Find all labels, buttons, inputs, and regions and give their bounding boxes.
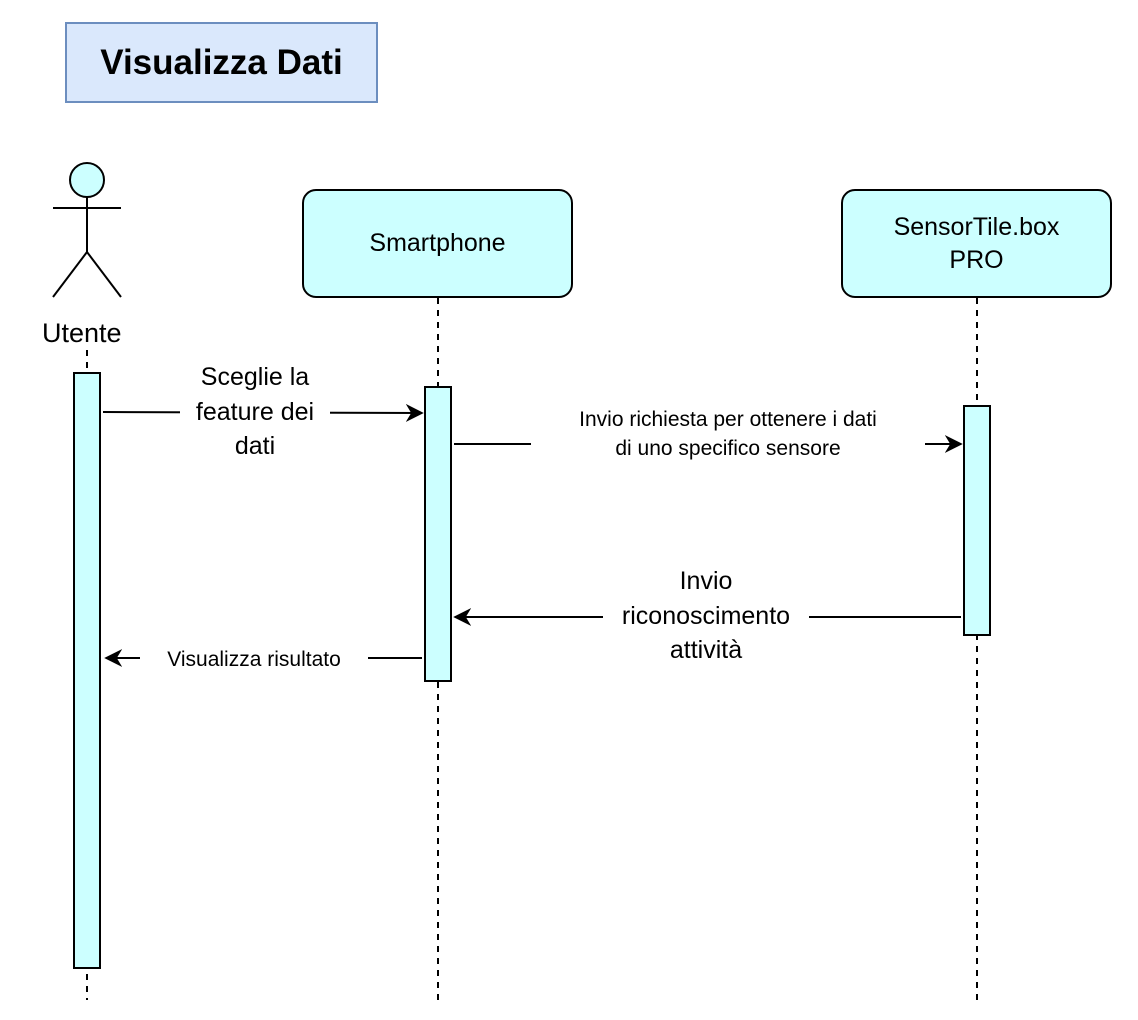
message-label-3: Invio riconoscimento attività	[603, 564, 809, 668]
activation-smartphone	[424, 386, 452, 682]
diagram-title: Visualizza Dati	[100, 42, 343, 82]
activation-utente	[73, 372, 101, 969]
message-label-4: Visualizza risultato	[140, 648, 368, 672]
actor-icon	[52, 162, 122, 298]
message-label-2: Invio richiesta per ottenere i dati di u…	[531, 406, 925, 464]
activation-sensortile	[963, 405, 991, 636]
message-label-1: Sceglie la feature dei dati	[180, 360, 330, 464]
participant-sensortile: SensorTile.box PRO	[841, 189, 1112, 298]
diagram-title-box: Visualizza Dati	[65, 22, 378, 103]
participant-smartphone: Smartphone	[302, 189, 573, 298]
actor-label: Utente	[42, 318, 122, 348]
